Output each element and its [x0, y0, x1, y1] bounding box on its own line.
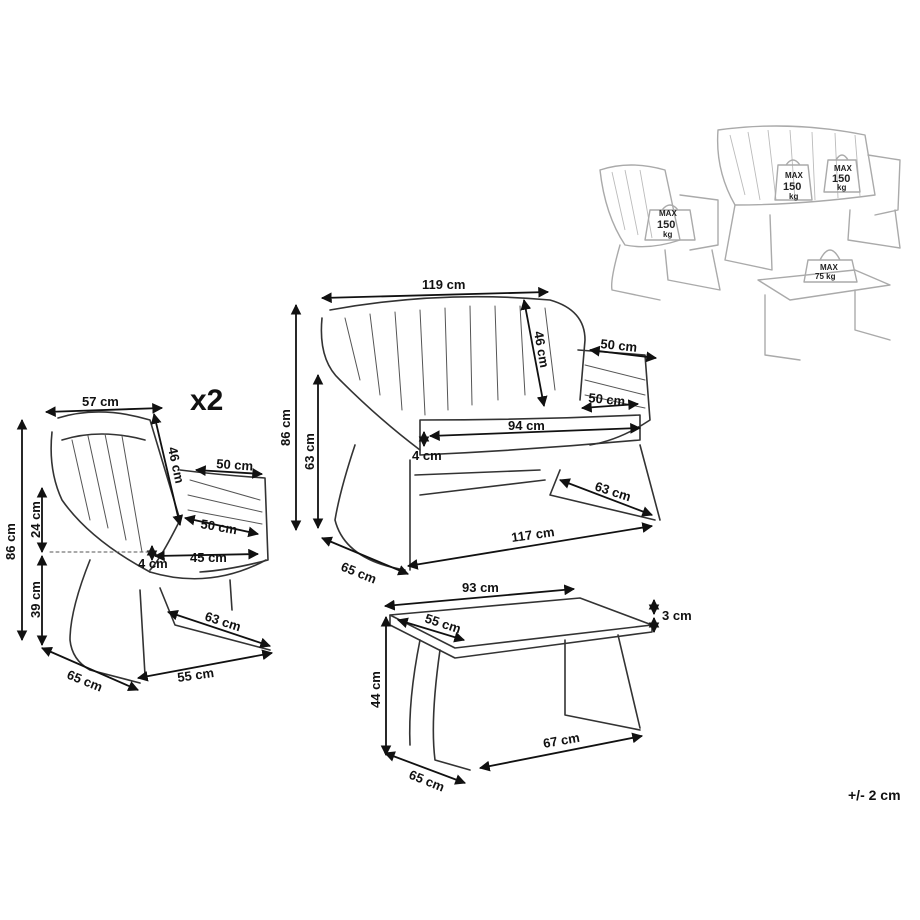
chair-load-max: MAX	[659, 209, 677, 218]
armchair-width: 57 cm	[82, 394, 119, 409]
table-load-max: MAX	[820, 263, 838, 272]
tolerance-label: +/- 2 cm	[848, 787, 901, 803]
sofa-right-load-max: MAX	[834, 164, 852, 173]
armchair-seat-height: 39 cm	[28, 581, 43, 618]
armchair-backrest: 46 cm	[165, 446, 187, 485]
sofa-armrest-width: 50 cm	[588, 390, 626, 409]
armchair-cushion: 4 cm	[138, 556, 168, 571]
chair-load-unit: kg	[663, 230, 672, 239]
sofa-left-load-unit: kg	[789, 192, 798, 201]
table-top-thickness: 3 cm	[662, 608, 692, 623]
sofa-armrest-depth: 50 cm	[600, 336, 638, 355]
armchair-seat-width: 45 cm	[190, 550, 227, 565]
armchair-total-height: 86 cm	[3, 523, 18, 560]
sofa-backrest: 46 cm	[531, 330, 552, 369]
sofa-cushion: 4 cm	[412, 448, 442, 463]
multiplier-label: x2	[190, 384, 223, 417]
armchair-depth: 65 cm	[65, 667, 105, 695]
table-depth: 65 cm	[407, 767, 447, 795]
armchair-backrest-height: 24 cm	[28, 501, 43, 538]
sofa-right-load-value: 150	[832, 173, 850, 185]
armchair-drawing	[50, 411, 271, 684]
thumbnail-set	[599, 125, 901, 361]
table-base-width: 67 cm	[542, 730, 581, 751]
sofa-depth: 65 cm	[339, 559, 379, 587]
table-height: 44 cm	[368, 671, 383, 708]
sofa-right-load-unit: kg	[837, 183, 846, 192]
weight-icon	[644, 204, 696, 241]
sofa-width: 119 cm	[422, 277, 465, 292]
weight-icon	[803, 249, 858, 283]
armchair-armrest-width: 50 cm	[199, 516, 238, 537]
sofa-armrest-height: 63 cm	[302, 433, 317, 470]
sofa-base-width: 117 cm	[510, 524, 555, 545]
table-load-value: 75 kg	[815, 272, 836, 281]
armchair-armrest-depth: 50 cm	[216, 456, 254, 474]
sofa-left-load-max: MAX	[785, 171, 803, 180]
table-depth-top: 55 cm	[423, 611, 463, 637]
weight-icon	[774, 159, 813, 201]
weight-icon	[823, 154, 861, 193]
chair-load-value: 150	[657, 219, 675, 231]
sofa-total-height: 86 cm	[278, 409, 293, 446]
table-width: 93 cm	[462, 580, 499, 595]
sofa-left-load-value: 150	[783, 181, 801, 193]
sofa-seat-width: 94 cm	[508, 418, 545, 433]
armchair-base-width: 55 cm	[176, 665, 215, 685]
